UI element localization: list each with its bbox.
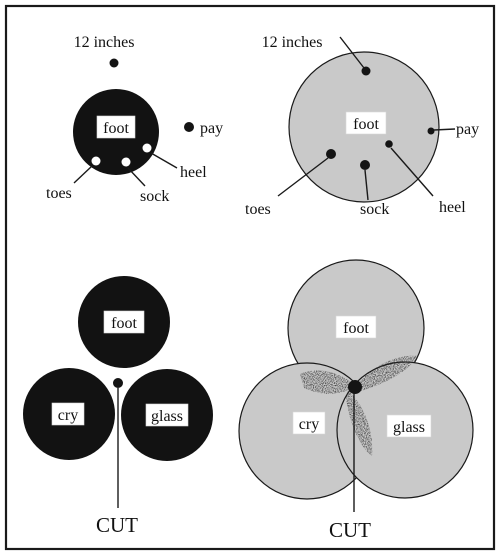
toes-leader-line xyxy=(73,165,93,184)
twelve-inches-label: 12 inches xyxy=(262,34,323,51)
twelve-inches-leader-line xyxy=(339,36,365,69)
cut-node-dot xyxy=(348,380,362,394)
glass-label: glass xyxy=(393,419,425,436)
node-toes-dot xyxy=(326,149,336,159)
node-sock-dot xyxy=(360,160,370,170)
panel-top-left: foot 12 inches pay heel toes sock xyxy=(46,34,223,205)
pay-label: pay xyxy=(200,120,223,137)
foot-label-box xyxy=(345,111,387,135)
node-heel-dot xyxy=(385,140,393,148)
node-sock-dot xyxy=(121,157,131,167)
sock-label: sock xyxy=(140,188,169,205)
figure-frame xyxy=(4,4,496,551)
glass-label-box xyxy=(145,403,189,427)
heel-leader-line xyxy=(150,152,178,169)
foot-label: foot xyxy=(353,116,379,133)
heel-leader-line xyxy=(390,147,434,197)
sock-label: sock xyxy=(360,201,389,218)
smudge-arm-right xyxy=(356,355,418,392)
pay-label: pay xyxy=(456,121,479,138)
foot-label: foot xyxy=(111,315,137,332)
foot-label-box xyxy=(103,310,145,334)
sock-leader-line xyxy=(127,167,146,187)
sock-leader-line xyxy=(364,169,369,201)
glass-label-box xyxy=(386,414,432,438)
cut-activation-smudge xyxy=(300,355,418,456)
cry-label: cry xyxy=(58,407,78,424)
foot-label: foot xyxy=(343,320,369,337)
node-pay-dot xyxy=(427,127,435,135)
smudge-arm-left xyxy=(300,370,356,394)
panel-bottom-left: foot cry glass CUT xyxy=(23,276,213,537)
foot-label: foot xyxy=(103,120,129,137)
cry-label-box xyxy=(51,402,85,426)
twelve-inches-label: 12 inches xyxy=(74,34,135,51)
cut-label: CUT xyxy=(96,513,138,537)
heel-label: heel xyxy=(439,199,466,216)
node-toes-dot xyxy=(91,156,101,166)
cut-node-dot xyxy=(113,378,123,388)
node-12-inches-dot xyxy=(109,58,119,68)
heel-label: heel xyxy=(180,164,207,181)
cry-label: cry xyxy=(299,416,319,433)
toes-label: toes xyxy=(46,185,72,202)
node-heel-dot xyxy=(142,143,152,153)
glass-label: glass xyxy=(151,408,183,425)
node-12-inches-dot xyxy=(361,66,371,76)
toes-label: toes xyxy=(245,201,271,218)
smudge-arm-down xyxy=(346,390,373,456)
node-pay-dot xyxy=(184,122,194,132)
cry-label-box xyxy=(292,411,326,435)
panel-top-right: foot 12 inches pay heel toes sock xyxy=(245,34,479,218)
foot-label-box xyxy=(335,315,377,339)
foot-label-box xyxy=(96,115,136,139)
panel-bottom-right: foot cry glass CUT xyxy=(238,259,474,542)
toes-leader-line xyxy=(277,157,329,197)
pay-leader-line xyxy=(433,128,456,131)
cut-label: CUT xyxy=(329,518,371,542)
